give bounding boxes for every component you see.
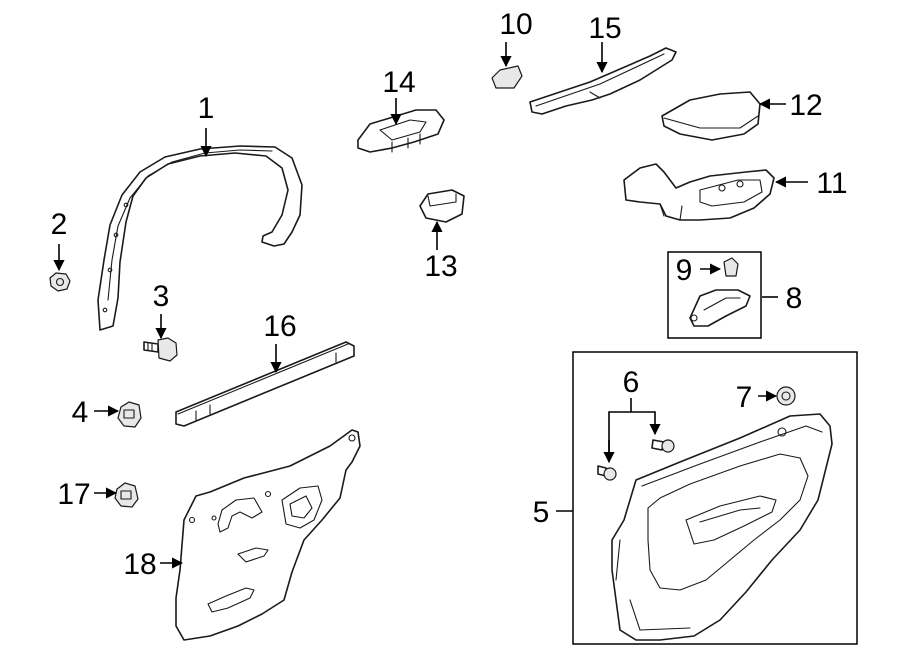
callout-1: 1 xyxy=(198,92,215,125)
callout-10: 10 xyxy=(499,8,532,41)
part-5-door-panel xyxy=(611,413,833,641)
part-4-clip xyxy=(117,401,142,428)
callout-12: 12 xyxy=(789,89,822,122)
part-2-nut xyxy=(49,272,71,292)
callout-labels: 1 2 3 4 5 6 7 8 9 10 11 12 13 14 15 16 1… xyxy=(51,8,848,581)
callout-8: 8 xyxy=(786,282,803,315)
part-7-grommet xyxy=(776,386,796,406)
part-8-group-box xyxy=(667,251,762,339)
callout-17: 17 xyxy=(57,478,90,511)
part-18-insulator xyxy=(175,429,361,641)
callout-4: 4 xyxy=(72,396,89,429)
part-8-door-handle xyxy=(689,289,751,327)
part-14-window-switch xyxy=(357,109,445,153)
callout-2: 2 xyxy=(51,208,68,241)
part-10-cap xyxy=(491,65,523,89)
callout-16: 16 xyxy=(263,310,296,343)
part-6-screws xyxy=(597,439,675,481)
callout-3: 3 xyxy=(153,280,170,313)
part-5-assembly-box xyxy=(572,351,858,645)
part-9-clip xyxy=(723,257,739,277)
callout-14: 14 xyxy=(382,66,415,99)
leader-lines xyxy=(53,42,808,569)
part-1-frame-molding xyxy=(97,145,303,331)
part-12-armrest-pad xyxy=(661,91,761,141)
leader-6-bracket xyxy=(608,411,661,452)
callout-5: 5 xyxy=(533,496,550,529)
part-15-molding xyxy=(529,47,677,115)
callout-13: 13 xyxy=(424,250,457,283)
part-11-armrest-base xyxy=(623,163,775,221)
callout-7: 7 xyxy=(736,381,753,414)
part-13-switch xyxy=(419,189,465,223)
part-3-bolt xyxy=(143,337,178,362)
callout-15: 15 xyxy=(588,12,621,45)
callout-6: 6 xyxy=(623,366,640,399)
callout-11: 11 xyxy=(816,167,847,200)
part-17-clip xyxy=(114,482,139,508)
callout-18: 18 xyxy=(123,548,156,581)
part-16-weatherstrip xyxy=(175,341,355,427)
callout-9: 9 xyxy=(676,254,693,287)
